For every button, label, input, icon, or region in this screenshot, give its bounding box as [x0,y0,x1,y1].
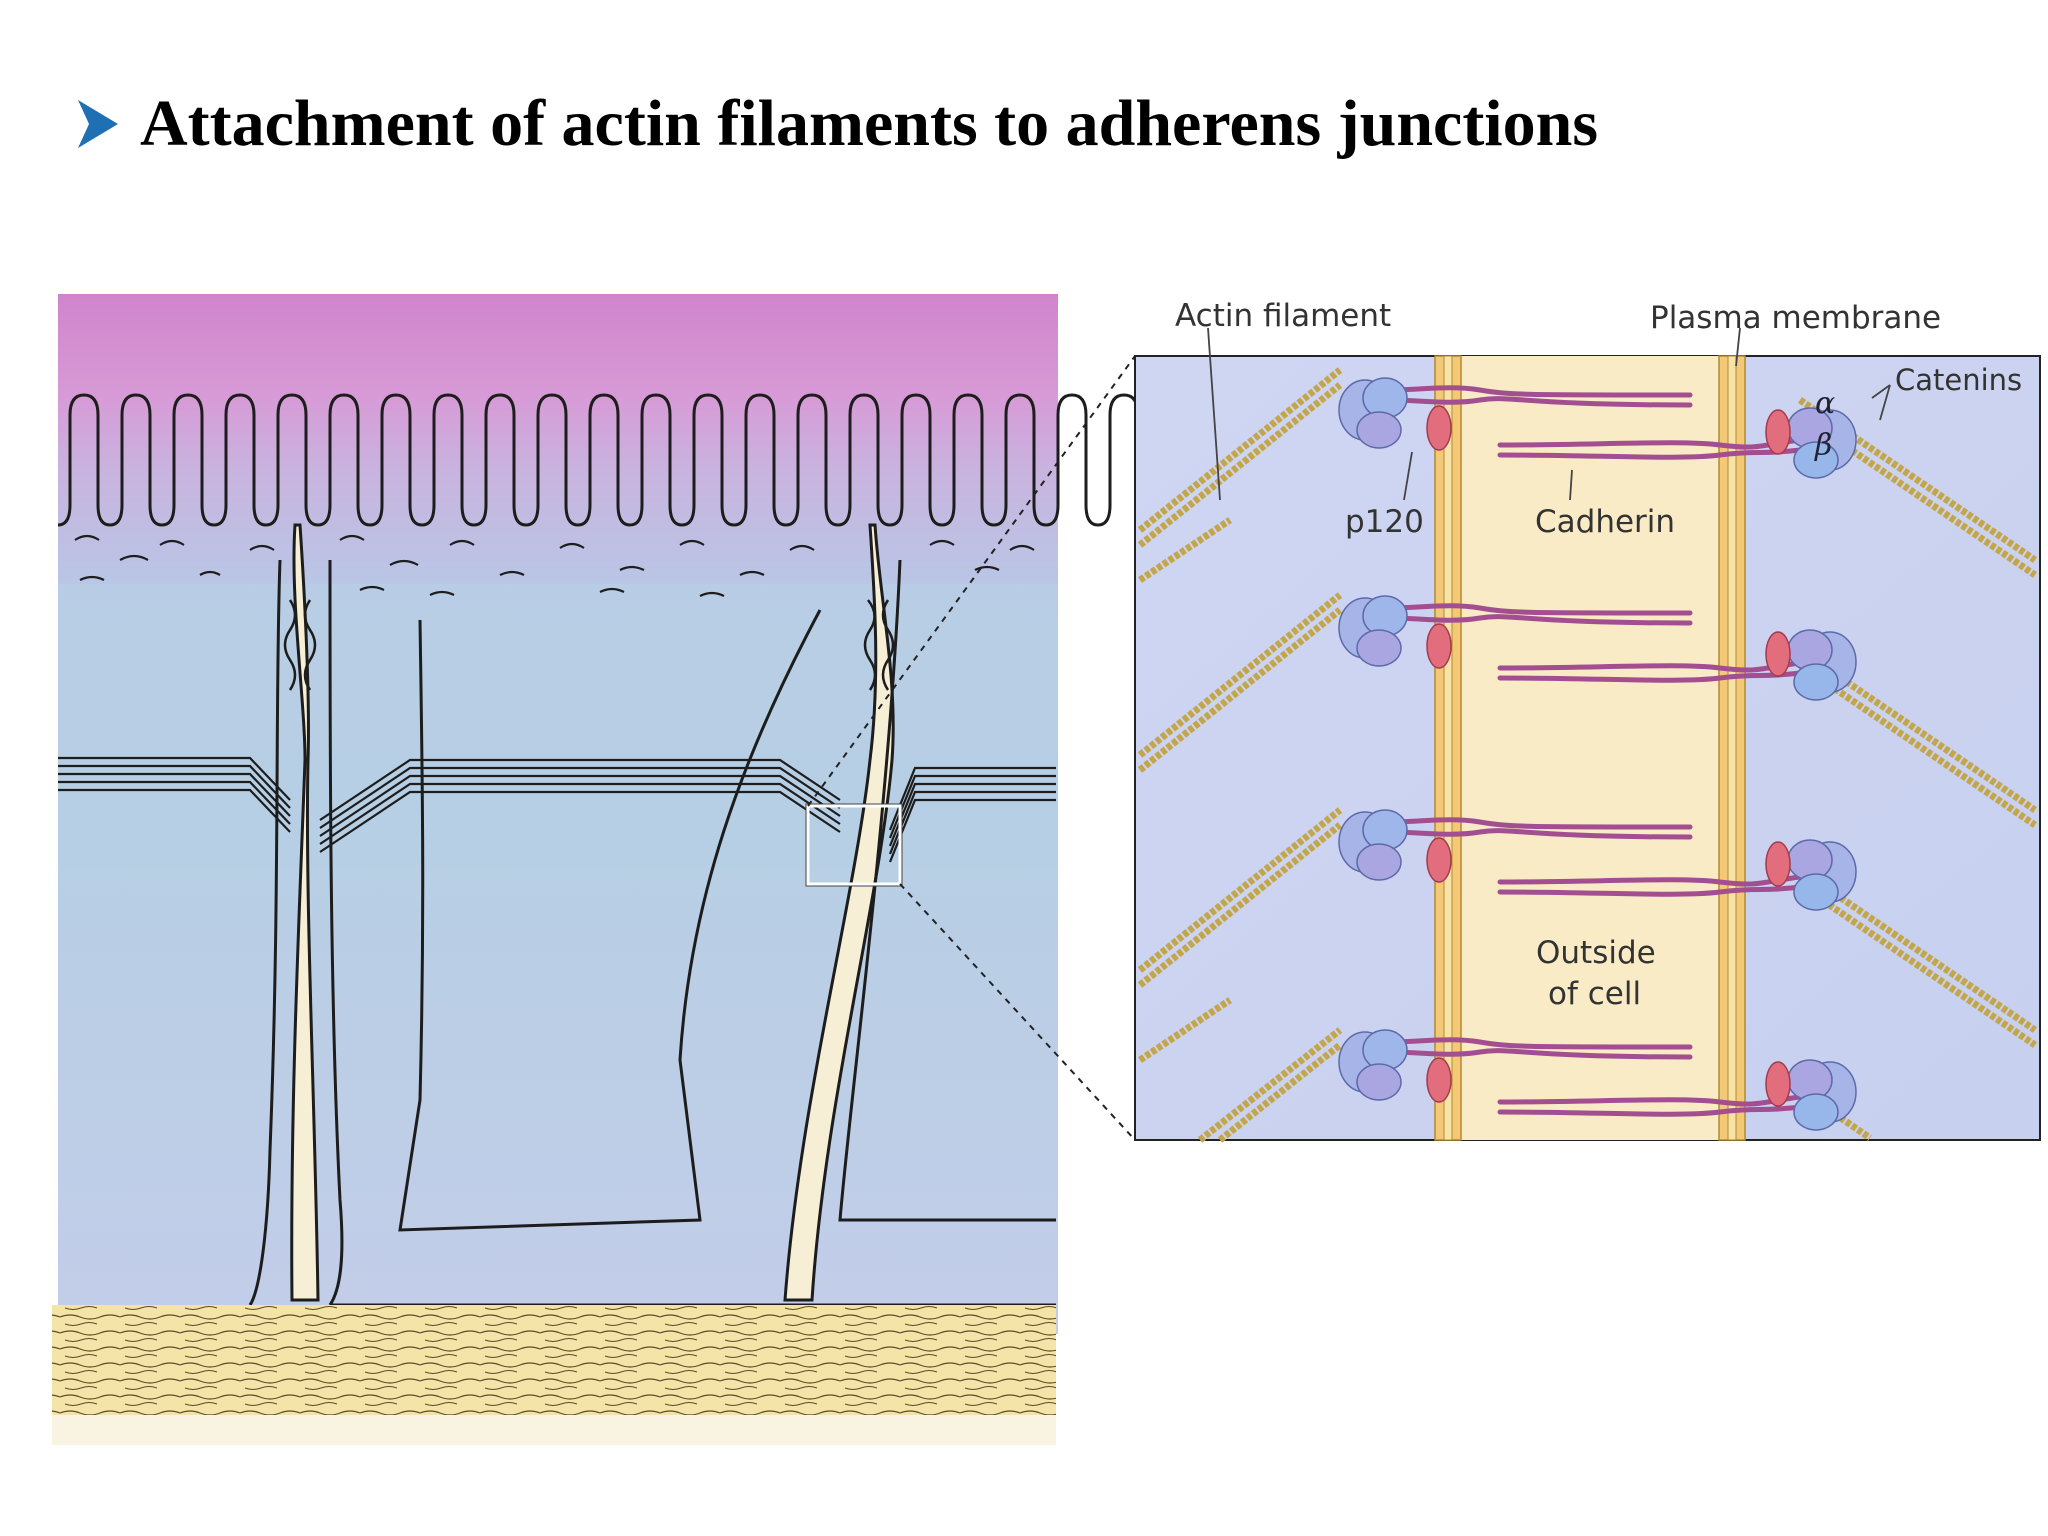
plasma-membranes [1434,355,1746,1141]
label-beta: β [1814,428,1832,463]
label-outside-of-cell-2: of cell [1548,976,1641,1012]
epithelium-illustration [52,294,1307,1445]
bullet-arrow-icon [78,100,118,148]
leader-lines [1207,327,1891,501]
basal-lamina [52,1305,1056,1415]
title-row: Attachment of actin filaments to adheren… [76,84,1598,164]
actin-belt [58,756,1056,863]
adherens-junction-detail [1134,327,2041,1143]
label-alpha: α [1815,386,1835,421]
zoom-connectors [807,355,1136,1141]
terminal-web [74,534,1035,597]
zoom-region-box [806,804,902,886]
actin-filaments [1137,367,2037,1143]
cadherins [1387,385,1803,1117]
label-p120: p120 [1345,504,1424,540]
lateral-space-left [290,523,320,1302]
label-cadherin: Cadherin [1535,504,1675,540]
microvilli [57,393,1307,527]
label-plasma-membrane: Plasma membrane [1650,300,1941,336]
label-catenins: Catenins [1895,363,2022,397]
label-actin-filament: Actin filament [1175,298,1391,334]
label-outside-of-cell-1: Outside [1536,935,1656,971]
lateral-space-right [783,523,895,1302]
slide-title: Attachment of actin filaments to adheren… [140,87,1599,160]
